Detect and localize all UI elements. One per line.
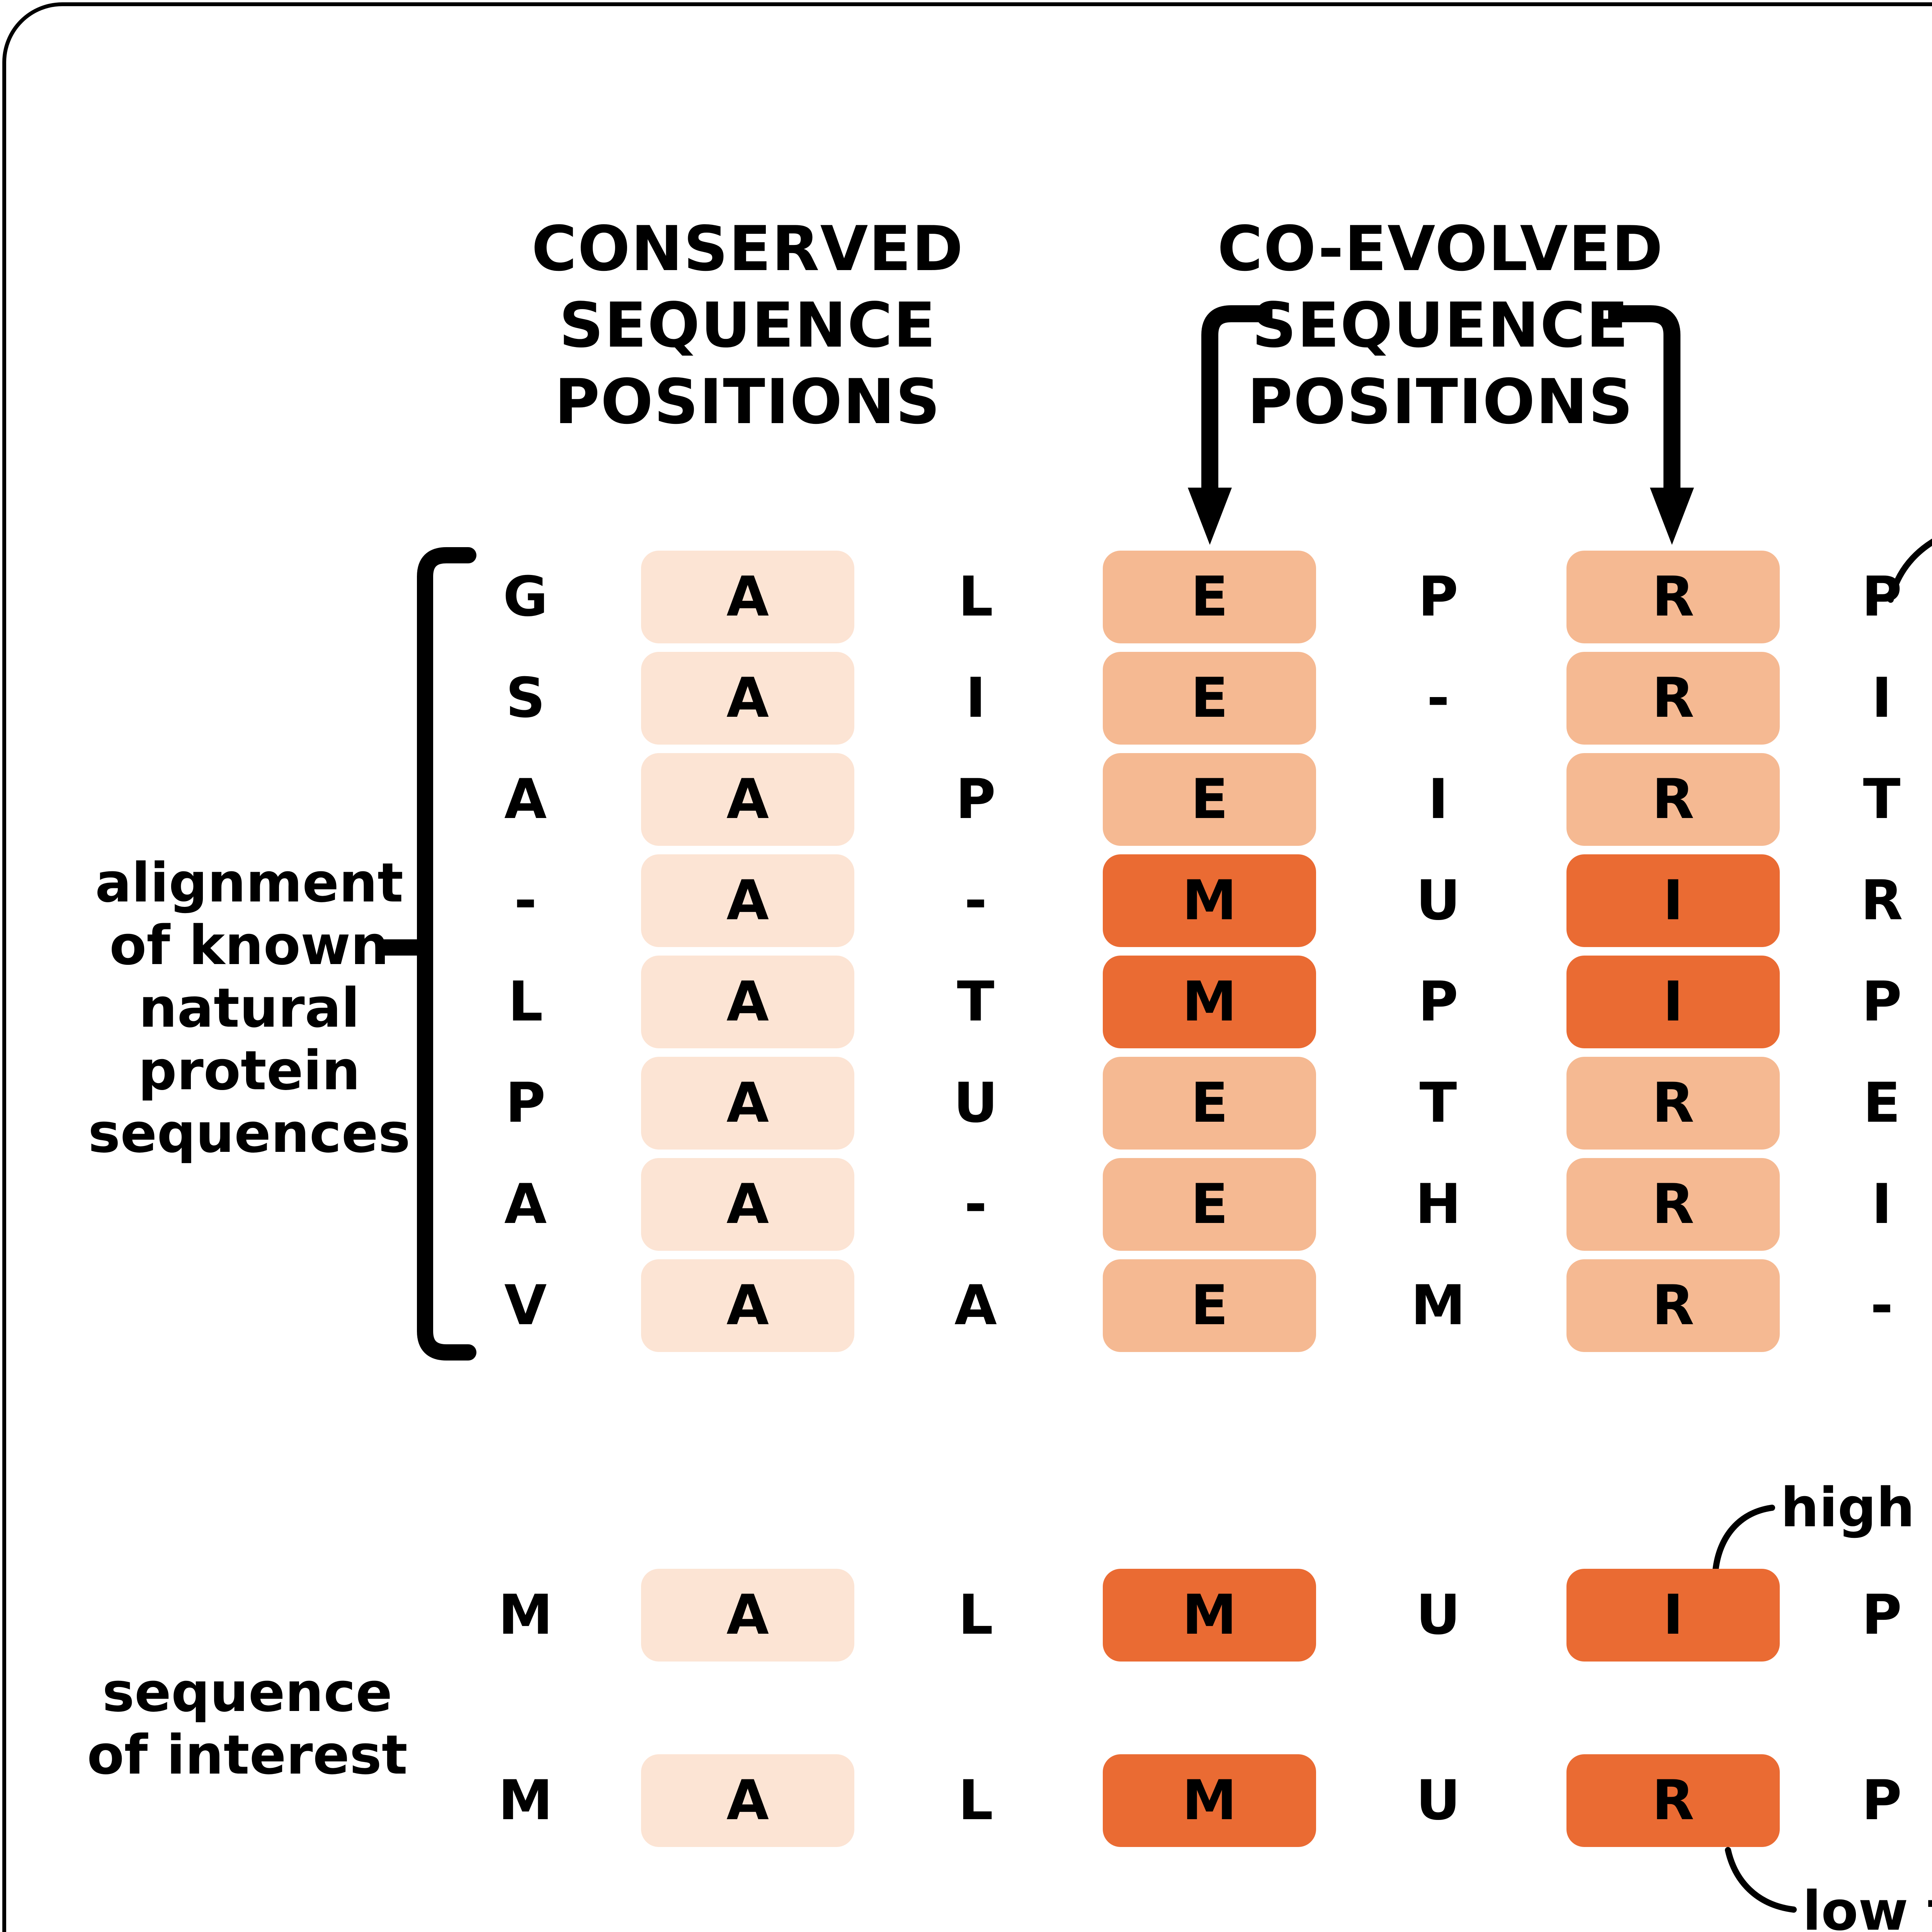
heading-line: POSITIONS	[554, 366, 941, 438]
amino-acid-box: R	[1566, 551, 1780, 643]
amino-acid-letter: M	[1411, 1274, 1466, 1337]
amino-acid-box: I	[1566, 1569, 1780, 1662]
amino-acid-letter: I	[965, 666, 986, 730]
amino-acid-letter: P	[1418, 970, 1459, 1034]
amino-acid-box: A	[641, 551, 854, 643]
heading-line: CO-EVOLVED	[1217, 213, 1664, 285]
amino-acid-box: A	[641, 1057, 854, 1150]
amino-acid-letter: U	[1416, 869, 1461, 932]
amino-acid-letter: P	[1861, 565, 1902, 629]
sequence-of-interest-line: of interest	[87, 1724, 408, 1787]
amino-acid-box: R	[1566, 652, 1780, 745]
amino-acid-letter: H	[1415, 1172, 1461, 1236]
amino-acid-box: E	[1103, 551, 1316, 643]
amino-acid-box: R	[1566, 1259, 1780, 1352]
heading-conserved-sequence-positions: CONSERVED SEQUENCE POSITIONS	[531, 211, 964, 440]
amino-acid-letter: -	[964, 1172, 987, 1236]
amino-acid-letter: L	[958, 565, 993, 629]
amino-acid-box: M	[1103, 854, 1316, 947]
amino-acid-letter: P	[1861, 1769, 1902, 1832]
heading-line: SEQUENCE	[1252, 289, 1629, 361]
amino-acid-letter: T	[1419, 1071, 1457, 1135]
amino-acid-letter: -	[964, 869, 987, 932]
amino-acid-box: A	[641, 854, 854, 947]
amino-acid-box: E	[1103, 1158, 1316, 1251]
heading-line: SEQUENCE	[559, 289, 937, 361]
low-fitness-label: low fitness	[1803, 1880, 1932, 1932]
amino-acid-box: R	[1566, 1158, 1780, 1251]
amino-acid-box: E	[1103, 1057, 1316, 1150]
amino-acid-box: M	[1103, 1754, 1316, 1847]
amino-acid-box: A	[641, 1158, 854, 1251]
heading-coevolved-sequence-positions: CO-EVOLVED SEQUENCE POSITIONS	[1218, 211, 1664, 440]
amino-acid-box: A	[641, 1569, 854, 1662]
amino-acid-box: E	[1103, 1259, 1316, 1352]
amino-acid-box: A	[641, 652, 854, 745]
amino-acid-box: M	[1103, 1569, 1316, 1662]
amino-acid-box: M	[1103, 956, 1316, 1048]
alignment-label: alignment of known natural protein seque…	[88, 852, 410, 1165]
high-fitness-pointer-curve	[1713, 1505, 1775, 1573]
amino-acid-letter: M	[498, 1769, 553, 1832]
amino-acid-letter: -	[1870, 1274, 1893, 1337]
amino-acid-letter: U	[1416, 1769, 1461, 1832]
amino-acid-box: A	[641, 1754, 854, 1847]
coevolved-left-arrowhead-icon	[1188, 488, 1232, 545]
amino-acid-letter: M	[498, 1583, 553, 1647]
amino-acid-letter: I	[1871, 1172, 1892, 1236]
amino-acid-box: R	[1566, 1754, 1780, 1847]
amino-acid-letter: A	[504, 767, 547, 831]
amino-acid-letter: P	[955, 767, 996, 831]
amino-acid-letter: I	[1871, 666, 1892, 730]
alignment-bracket	[417, 547, 476, 1361]
amino-acid-box: I	[1566, 854, 1780, 947]
coevolved-right-arrowhead-icon	[1650, 488, 1694, 545]
amino-acid-letter: -	[514, 869, 537, 932]
amino-acid-letter: V	[504, 1274, 547, 1337]
amino-acid-letter: L	[958, 1769, 993, 1832]
amino-acid-letter: S	[505, 666, 546, 730]
amino-acid-letter: P	[1861, 1583, 1902, 1647]
amino-acid-letter: E	[1863, 1071, 1901, 1135]
amino-acid-box: A	[641, 753, 854, 846]
alignment-label-line: protein	[138, 1039, 361, 1102]
amino-acid-letter: P	[1861, 970, 1902, 1034]
amino-acid-letter: A	[954, 1274, 997, 1337]
heading-line: POSITIONS	[1247, 366, 1634, 438]
sequence-of-interest-label: sequence of interest	[87, 1662, 408, 1787]
amino-acid-letter: T	[957, 970, 995, 1034]
amino-acid-box: I	[1566, 956, 1780, 1048]
amino-acid-letter: G	[503, 565, 548, 629]
amino-acid-box: E	[1103, 753, 1316, 846]
amino-acid-letter: R	[1861, 869, 1903, 932]
amino-acid-box: E	[1103, 652, 1316, 745]
amino-acid-letter: A	[504, 1172, 547, 1236]
high-fitness-label: high fitness	[1781, 1476, 1932, 1539]
amino-acid-box: A	[641, 1259, 854, 1352]
amino-acid-letter: I	[1428, 767, 1449, 831]
amino-acid-letter: P	[505, 1071, 546, 1135]
heading-line: CONSERVED	[531, 213, 964, 285]
amino-acid-letter: P	[1418, 565, 1459, 629]
amino-acid-box: R	[1566, 753, 1780, 846]
alignment-label-line: natural	[138, 977, 360, 1040]
amino-acid-letter: -	[1427, 666, 1450, 730]
alignment-label-line: of known	[109, 914, 389, 977]
amino-acid-box: A	[641, 956, 854, 1048]
amino-acid-letter: L	[958, 1583, 993, 1647]
amino-acid-letter: L	[508, 970, 543, 1034]
amino-acid-letter: T	[1863, 767, 1901, 831]
alignment-label-line: sequences	[88, 1102, 411, 1165]
amino-acid-letter: U	[1416, 1583, 1461, 1647]
sequence-of-interest-line: sequence	[102, 1661, 393, 1724]
amino-acid-letter: U	[953, 1071, 998, 1135]
low-fitness-pointer-curve	[1725, 1847, 1797, 1913]
alignment-label-line: alignment	[95, 852, 403, 915]
amino-acid-box: R	[1566, 1057, 1780, 1150]
